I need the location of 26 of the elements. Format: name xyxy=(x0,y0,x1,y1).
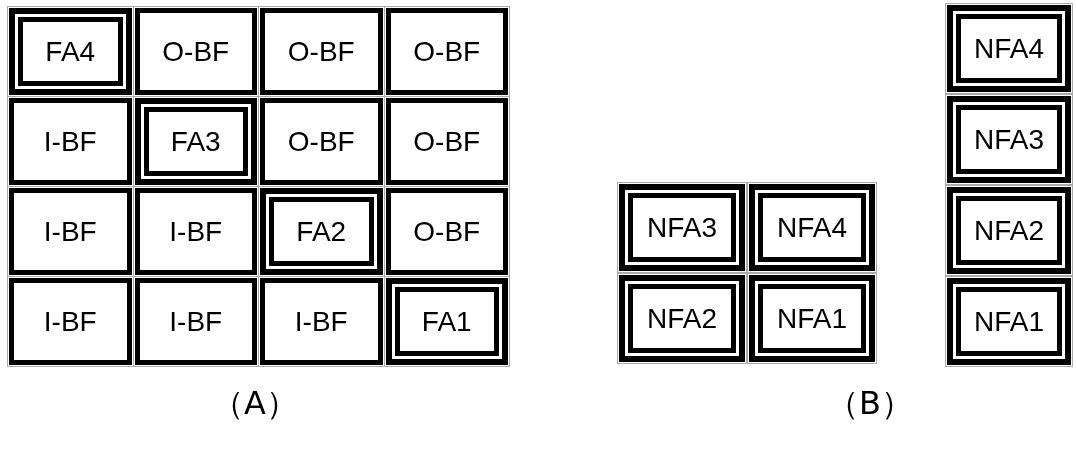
double-bordered-cell: NFA4 xyxy=(749,184,875,271)
grid-cell: I-BF xyxy=(9,278,132,365)
double-bordered-cell: NFA1 xyxy=(947,278,1071,365)
double-bordered-cell: FA2 xyxy=(260,188,383,275)
grid-cell: I-BF xyxy=(9,188,132,275)
grid-cell: I-BF xyxy=(134,188,257,275)
double-bordered-cell: NFA2 xyxy=(947,187,1071,274)
grid-cell: O-BF xyxy=(260,8,383,95)
grid-cell: I-BF xyxy=(260,278,383,365)
double-bordered-cell: FA1 xyxy=(385,278,508,365)
grid-cell: O-BF xyxy=(260,98,383,185)
panel-label: （A） xyxy=(212,383,298,424)
double-bordered-cell: FA3 xyxy=(134,98,257,185)
grid-cell: O-BF xyxy=(134,8,257,95)
grid-cell: O-BF xyxy=(385,8,508,95)
double-bordered-cell: FA4 xyxy=(9,8,132,95)
double-bordered-cell: NFA4 xyxy=(947,5,1071,92)
grid-cell: I-BF xyxy=(9,98,132,185)
grid-cell: I-BF xyxy=(134,278,257,365)
double-bordered-cell: NFA1 xyxy=(749,275,875,362)
grid-cell: O-BF xyxy=(385,98,508,185)
double-bordered-cell: NFA3 xyxy=(619,184,745,271)
double-bordered-cell: NFA2 xyxy=(619,275,745,362)
grid-cell: O-BF xyxy=(385,188,508,275)
panel-label: （B） xyxy=(827,383,913,424)
double-bordered-cell: NFA3 xyxy=(947,96,1071,183)
